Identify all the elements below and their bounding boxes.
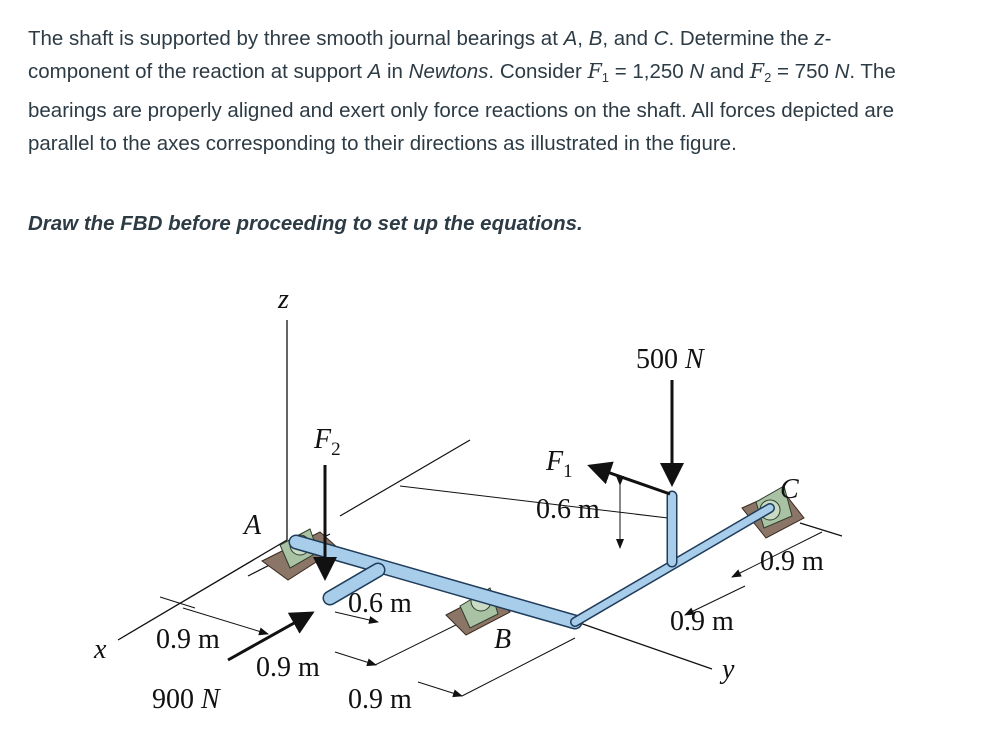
bearing-C-label: C	[780, 474, 799, 505]
axis-x-line	[117, 539, 288, 641]
instruction-text: Draw the FBD before proceeding to set up…	[28, 212, 583, 235]
dim-09-right-lower-label: 0.9 m	[670, 606, 734, 637]
axis-y-label: y	[719, 654, 735, 685]
dim-09-right-upper-label: 0.9 m	[760, 546, 824, 577]
axis-z-label: z	[277, 284, 289, 315]
bearing-A-label: A	[242, 510, 262, 541]
shaft	[288, 490, 775, 630]
force-900-label: 900 N	[152, 684, 221, 715]
dim-09-bottom-label: 0.9 m	[348, 684, 412, 715]
axis-y-line	[576, 621, 713, 670]
ext-line-top	[339, 439, 471, 517]
dim-06-lower-label: 0.6 m	[348, 588, 412, 619]
dim-09-left-ext	[159, 596, 196, 609]
bearing-B-label: B	[494, 624, 511, 655]
dim-base-line-right	[461, 637, 576, 697]
force-F1-label: F1	[545, 446, 573, 482]
dim-09-center-line	[334, 651, 377, 667]
force-F1-arrow	[587, 461, 671, 496]
dim-09-left-line	[182, 607, 269, 636]
problem-statement: The shaft is supported by three smooth j…	[28, 27, 896, 155]
dim-base-line-left	[374, 617, 471, 666]
dim-09-right-upper-line	[731, 531, 823, 578]
dim-06-upper-label: 0.6 m	[536, 494, 600, 525]
dim-line-top	[399, 485, 669, 519]
force-900-arrow	[227, 611, 315, 662]
axis-x-label: x	[93, 634, 107, 665]
shaft-figure: z x y A B C F2 F1 500 N 900 N 0.6 m 0.6 …	[93, 284, 843, 715]
dim-09-bottom-line	[417, 681, 463, 698]
dim-09-center-label: 0.9 m	[256, 652, 320, 683]
dim-09-right-lower-line	[684, 585, 746, 616]
force-500-label: 500 N	[636, 344, 705, 375]
force-F2-label: F2	[313, 424, 341, 460]
dim-06-lower-line	[334, 611, 379, 624]
dim-09-left-label: 0.9 m	[156, 624, 220, 655]
ext-line-C	[799, 522, 843, 537]
